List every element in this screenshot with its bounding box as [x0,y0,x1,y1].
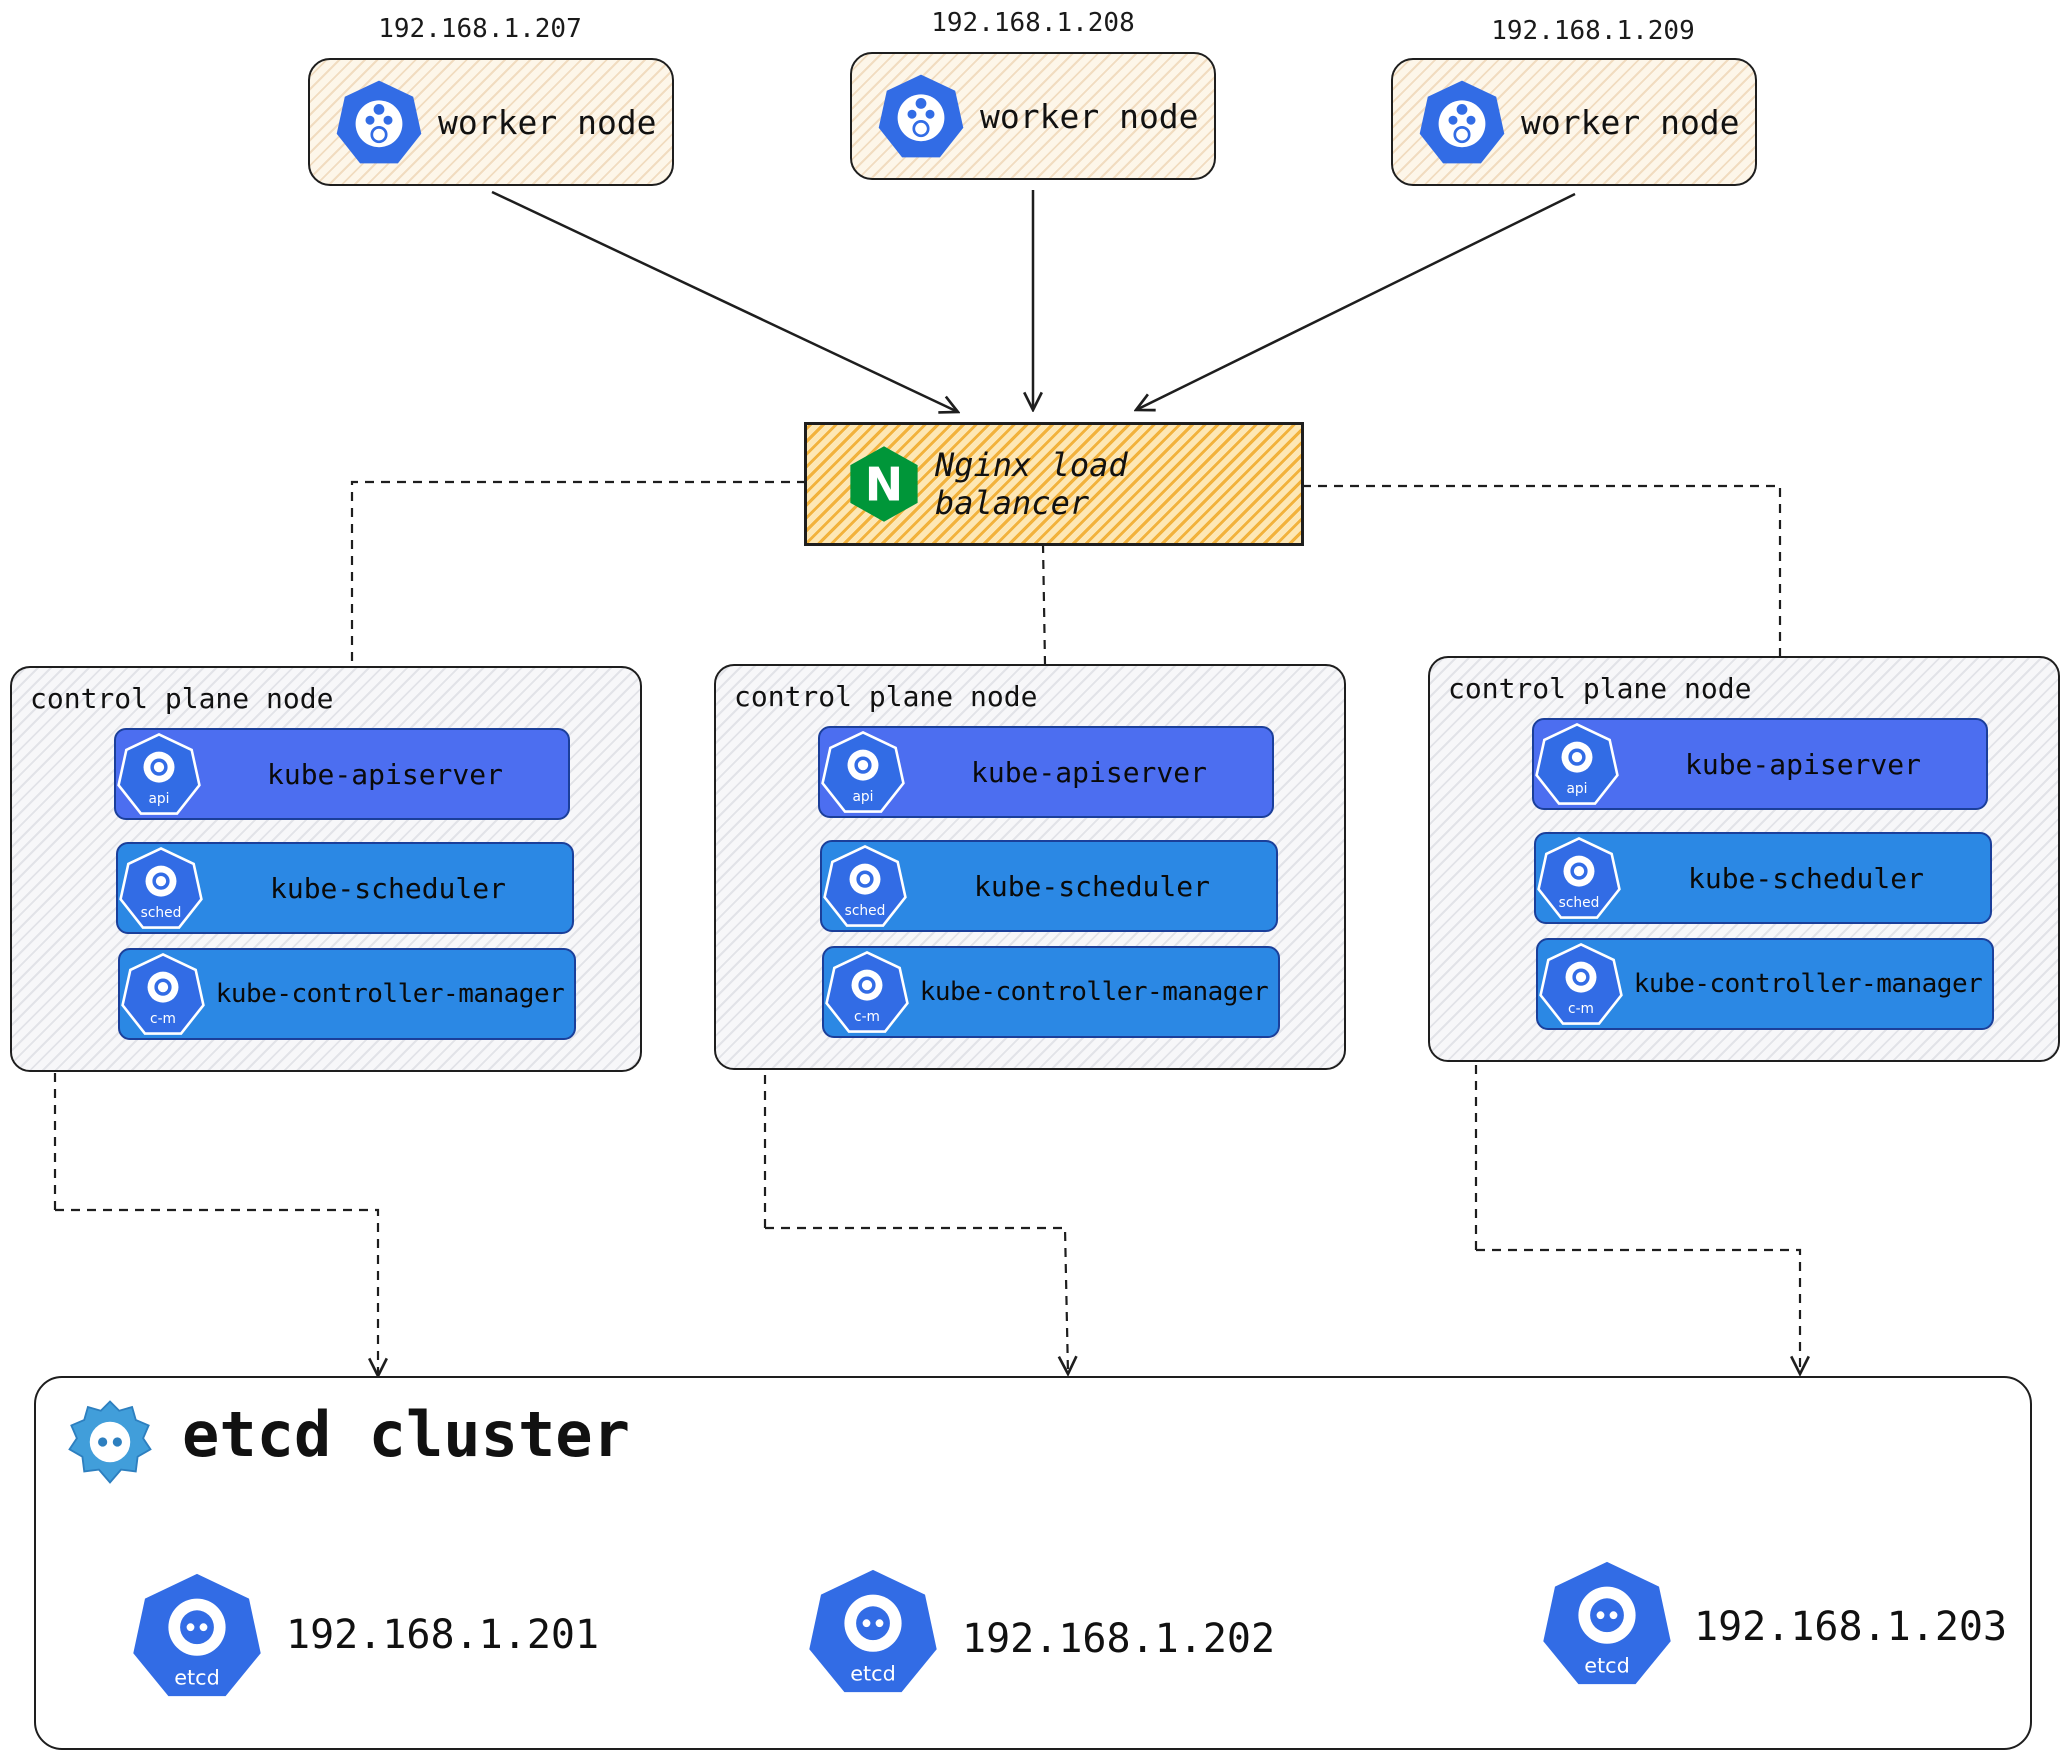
load-balancer-label: Nginx load balancer [934,446,1128,522]
etcd-cluster-title: etcd cluster [182,1398,630,1471]
kube-scheduler-3[interactable]: sched kube-scheduler [1534,832,1992,924]
etcd-cluster-box[interactable] [34,1376,2032,1750]
control-plane-3-title: control plane node [1448,672,1752,705]
svg-text:c-m: c-m [150,1011,176,1027]
svg-text:c-m: c-m [854,1009,880,1025]
kube-controller-manager-label: kube-controller-manager [215,979,565,1009]
kube-controller-manager-icon: c-m [1539,943,1623,1025]
kube-scheduler-icon: sched [823,845,907,927]
kube-apiserver-label: kube-apiserver [1684,747,1921,781]
kube-controller-manager-label: kube-controller-manager [919,977,1269,1007]
cp-3-down-to-etcd [1476,1248,1800,1374]
nginx-icon: N [850,446,918,522]
svg-text:etcd: etcd [850,1661,896,1685]
control-plane-2-title: control plane node [734,680,1038,713]
worker-2-label: worker node [980,96,1199,136]
etcd-member-1-ip: 192.168.1.201 [286,1612,600,1658]
worker-node-1[interactable]: worker node [308,58,674,186]
worker-node-3[interactable]: worker node [1391,58,1757,186]
kube-apiserver-2[interactable]: api kube-apiserver [818,726,1274,818]
etcd-member-icon: etcd [809,1569,937,1693]
etcd-member-3-ip: 192.168.1.203 [1694,1604,2008,1650]
svg-text:api: api [1567,781,1588,797]
svg-text:sched: sched [141,905,182,921]
kube-scheduler-label: kube-scheduler [269,871,506,905]
svg-text:N: N [865,457,903,511]
kube-controller-manager-3[interactable]: c-m kube-controller-manager [1536,938,1994,1030]
kube-apiserver-label: kube-apiserver [266,757,503,791]
kube-apiserver-icon: api [1535,723,1619,805]
svg-text:etcd: etcd [174,1665,220,1689]
arrow-worker-3-to-lb [1136,192,1576,410]
kube-controller-manager-icon: c-m [121,953,205,1035]
kube-apiserver-1[interactable]: api kube-apiserver [114,728,570,820]
control-plane-1-title: control plane node [30,682,334,715]
kube-apiserver-3[interactable]: api kube-apiserver [1532,718,1988,810]
etcd-member-icon: etcd [133,1573,261,1697]
cp-2-down-to-etcd [765,1226,1068,1374]
kube-scheduler-1[interactable]: sched kube-scheduler [116,842,574,934]
kube-controller-manager-label: kube-controller-manager [1633,969,1983,999]
worker-3-label: worker node [1521,102,1740,142]
worker-node-2[interactable]: worker node [850,52,1216,180]
kube-scheduler-icon: sched [119,847,203,929]
kube-scheduler-2[interactable]: sched kube-scheduler [820,840,1278,932]
kube-apiserver-icon: api [821,731,905,813]
worker-3-ip: 192.168.1.209 [1491,16,1695,46]
kube-controller-manager-1[interactable]: c-m kube-controller-manager [118,948,576,1040]
nginx-load-balancer[interactable]: N Nginx load balancer [804,422,1304,546]
worker-1-label: worker node [438,102,657,142]
kubernetes-icon [336,80,422,164]
etcd-member-icon: etcd [1543,1561,1671,1685]
svg-text:sched: sched [1559,895,1600,911]
kube-scheduler-label: kube-scheduler [1687,861,1924,895]
kube-apiserver-label: kube-apiserver [970,755,1207,789]
svg-text:c-m: c-m [1568,1001,1594,1017]
etcd-member-2-ip: 192.168.1.202 [962,1616,1276,1662]
kube-controller-manager-icon: c-m [825,951,909,1033]
kube-scheduler-icon: sched [1537,837,1621,919]
kube-scheduler-label: kube-scheduler [973,869,1210,903]
kubernetes-icon [878,74,964,158]
kube-apiserver-icon: api [117,733,201,815]
lb-to-apiserver-1 [350,480,806,726]
arrow-worker-1-to-lb [491,190,958,412]
worker-2-ip: 192.168.1.208 [931,8,1135,38]
svg-text:etcd: etcd [1584,1653,1630,1677]
worker-1-ip: 192.168.1.207 [378,14,582,44]
svg-text:api: api [149,791,170,807]
kubernetes-icon [1419,80,1505,164]
svg-text:sched: sched [845,903,886,919]
svg-text:api: api [853,789,874,805]
kube-controller-manager-2[interactable]: c-m kube-controller-manager [822,946,1280,1038]
etcd-logo-icon [68,1400,152,1484]
cp-1-down-to-etcd [55,1208,378,1376]
